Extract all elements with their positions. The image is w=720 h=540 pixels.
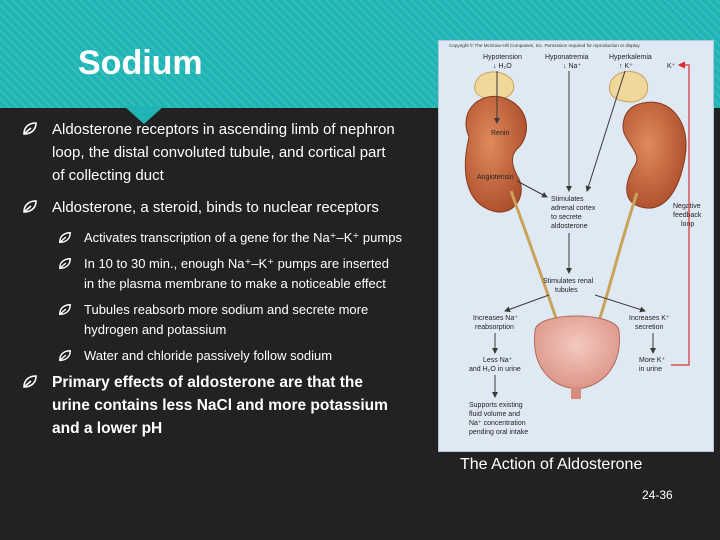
urethra [571, 387, 581, 399]
trigger-hypotension-sub: ↓ H₂O [493, 63, 512, 70]
svg-text:Stimulates renal: Stimulates renal [543, 278, 594, 285]
leaf-bullet-icon [59, 303, 71, 315]
page-number: 24-36 [642, 488, 673, 502]
svg-text:Less Na⁺: Less Na⁺ [483, 357, 513, 364]
leaf-bullet-icon [59, 232, 71, 244]
right-ureter [597, 192, 639, 322]
aldosterone-figure: Copyright © The McGraw-Hill Companies, I… [438, 40, 714, 452]
trigger-hyponatremia-sub: ↓ Na⁺ [563, 63, 581, 70]
slide-title: Sodium [78, 44, 203, 82]
bullet-text: Primary effects of aldosterone are that … [52, 374, 388, 437]
sub-bullet-item: In 10 to 30 min., enough Na⁺–K⁺ pumps ar… [22, 254, 402, 295]
bullet-item: Aldosterone receptors in ascending limb … [22, 118, 402, 187]
aldosterone-diagram: Copyright © The McGraw-Hill Companies, I… [449, 42, 702, 436]
increases-na-label: Increases Na⁺ reabsorption [473, 315, 518, 331]
svg-text:pending oral intake: pending oral intake [469, 429, 528, 436]
left-kidney [464, 95, 527, 213]
svg-text:More K⁺: More K⁺ [639, 357, 666, 364]
svg-text:aldosterone: aldosterone [551, 223, 588, 230]
arrow-renal-k [594, 294, 646, 313]
svg-text:adrenal cortex: adrenal cortex [551, 205, 596, 212]
sub-bullet-item: Tubules reabsorb more sodium and secrete… [22, 300, 402, 341]
negative-feedback-arrow [671, 61, 690, 366]
svg-text:fluid volume and: fluid volume and [469, 411, 520, 418]
urinary-bladder [534, 315, 620, 390]
bullet-text: Aldosterone, a steroid, binds to nuclear… [52, 199, 379, 216]
supports-label: Supports existing fluid volume and Na⁺ c… [469, 402, 528, 436]
left-adrenal-gland [474, 71, 515, 100]
bullet-item: Aldosterone, a steroid, binds to nuclear… [22, 196, 402, 219]
svg-text:Increases Na⁺: Increases Na⁺ [473, 315, 518, 322]
leaf-bullet-icon [59, 257, 71, 269]
feedback-k-label: K⁺ [667, 63, 676, 70]
left-ureter [509, 190, 559, 322]
svg-text:reabsorption: reabsorption [475, 324, 514, 331]
more-k-label: More K⁺ in urine [639, 357, 666, 373]
bullet-text: Water and chloride passively follow sodi… [84, 347, 333, 363]
leaf-bullet-icon [59, 349, 71, 361]
figure-caption: The Action of Aldosterone [460, 456, 643, 473]
sub-bullet-item: Water and chloride passively follow sodi… [22, 346, 402, 367]
bullet-item: Primary effects of aldosterone are that … [22, 371, 402, 440]
arrow-renal-na [504, 294, 550, 313]
svg-text:Stimulates: Stimulates [551, 196, 584, 203]
trigger-hypotension: Hypotension [483, 54, 522, 61]
arrow-hyperkalemia-adrenal [585, 70, 626, 192]
leaf-bullet-icon [23, 375, 37, 388]
renin-label: Renin [491, 130, 509, 137]
trigger-hyperkalemia: Hyperkalemia [609, 54, 652, 61]
svg-text:and H₂O in urine: and H₂O in urine [469, 366, 521, 373]
svg-text:Negative: Negative [673, 203, 701, 210]
sub-bullet-item: Activates transcription of a gene for th… [22, 228, 402, 249]
leaf-bullet-icon [23, 122, 37, 135]
svg-text:Supports existing: Supports existing [469, 402, 523, 409]
stimulates-renal-label: Stimulates renal tubules [543, 278, 594, 294]
bullet-list: Aldosterone receptors in ascending limb … [22, 118, 402, 449]
svg-text:in urine: in urine [639, 366, 662, 373]
right-kidney [622, 101, 687, 209]
less-na-label: Less Na⁺ and H₂O in urine [469, 357, 521, 373]
trigger-hyperkalemia-sub: ↑ K⁺ [619, 63, 633, 70]
svg-text:to secrete: to secrete [551, 214, 582, 221]
stimulates-adrenal-label: Stimulates adrenal cortex to secrete ald… [551, 196, 596, 230]
bullet-text: Activates transcription of a gene for th… [84, 230, 402, 245]
bullet-text: In 10 to 30 min., enough Na⁺–K⁺ pumps ar… [84, 255, 389, 292]
right-adrenal-gland [609, 71, 649, 103]
svg-text:tubules: tubules [555, 287, 578, 294]
banner-notch [124, 106, 164, 124]
leaf-bullet-icon [23, 200, 37, 213]
svg-text:Increases K⁺: Increases K⁺ [629, 315, 670, 322]
angiotensin-label: Angiotensin [477, 174, 514, 181]
bullet-text: Aldosterone receptors in ascending limb … [52, 121, 395, 184]
bullet-text: Tubules reabsorb more sodium and secrete… [84, 301, 369, 338]
svg-text:Na⁺ concentration: Na⁺ concentration [469, 420, 526, 427]
svg-text:loop: loop [681, 221, 694, 228]
copyright-text: Copyright © The McGraw-Hill Companies, I… [449, 42, 641, 48]
trigger-hyponatremia: Hyponatremia [545, 54, 589, 61]
arrow-angiotensin-adrenal [516, 180, 548, 198]
svg-text:feedback: feedback [673, 212, 702, 219]
svg-text:secretion: secretion [635, 324, 664, 331]
increases-k-label: Increases K⁺ secretion [629, 315, 670, 331]
negative-feedback-label: Negative feedback loop [673, 203, 702, 228]
